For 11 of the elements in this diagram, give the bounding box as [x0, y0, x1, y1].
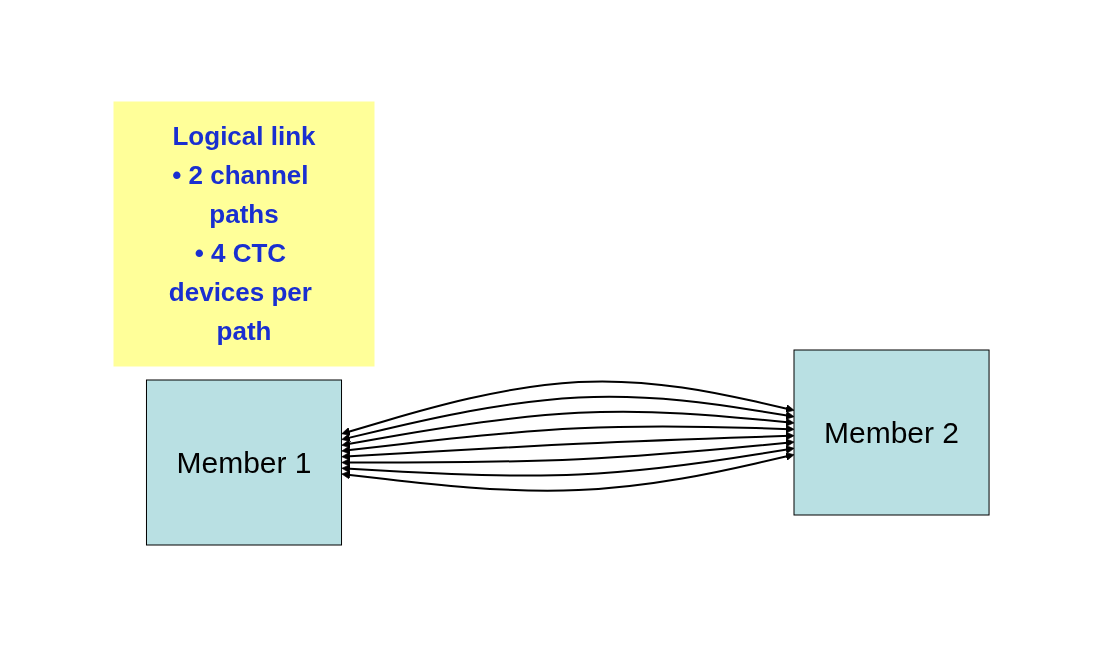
arrow [342, 380, 795, 436]
node-box: Logical link • 2 channel paths • 4 CTC devices per path [113, 101, 375, 367]
node-box: Member 1 [146, 379, 343, 546]
arrow [342, 445, 795, 477]
arrow [342, 438, 795, 467]
arrow [342, 424, 795, 455]
node-box: Member 2 [793, 349, 990, 516]
arrow [342, 395, 795, 442]
arrow [342, 410, 795, 449]
arrow [342, 431, 795, 461]
arrow [342, 452, 795, 492]
